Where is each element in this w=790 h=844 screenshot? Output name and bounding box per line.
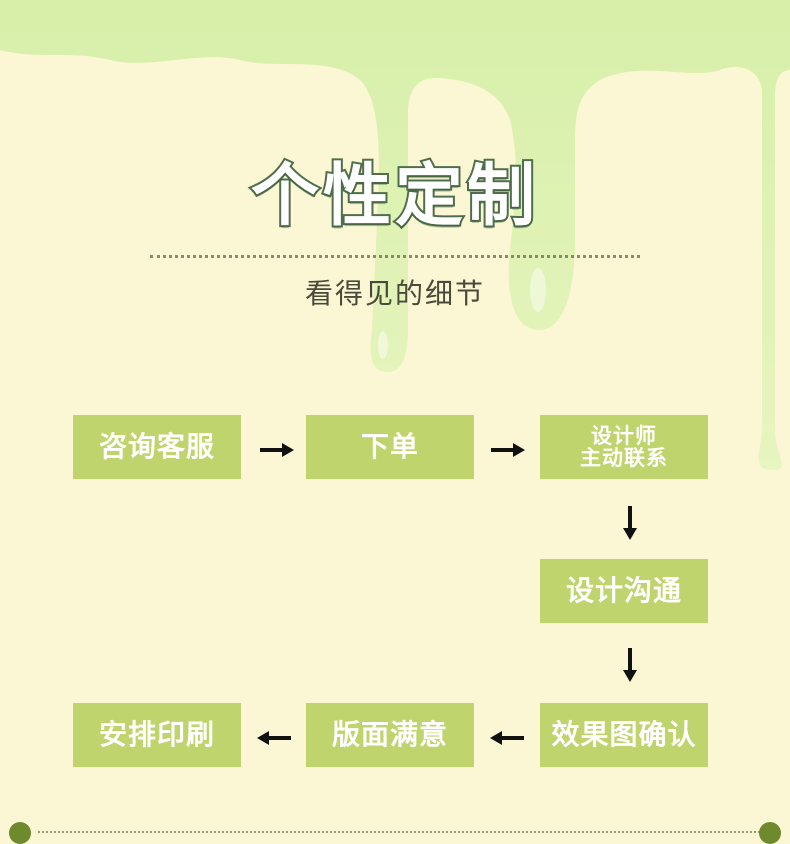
step-label: 设计沟通 [565, 574, 682, 608]
arrow-left-icon [257, 731, 291, 745]
bottom-dotted-divider [38, 831, 760, 833]
bottom-right-dot [759, 822, 781, 844]
step-label: 效果图确认 [551, 718, 697, 752]
step-designer-contact: 设计师 主动联系 [540, 415, 708, 479]
step-arrange-printing: 安排印刷 [73, 703, 241, 767]
step-place-order: 下单 [306, 415, 474, 479]
step-layout-satisfied: 版面满意 [306, 703, 474, 767]
arrow-right-icon [260, 443, 294, 457]
step-design-communication: 设计沟通 [540, 559, 708, 623]
step-consult-service: 咨询客服 [73, 415, 241, 479]
step-label: 下单 [360, 430, 419, 464]
step-label-line1: 设计师 [591, 423, 657, 448]
page-subtitle: 看得见的细节 [304, 277, 485, 310]
step-proof-confirm: 效果图确认 [540, 703, 708, 767]
arrow-down-icon [623, 506, 637, 540]
arrow-right-icon [491, 443, 525, 457]
page-title: 个性定制 [249, 155, 539, 238]
bottom-left-dot [9, 822, 31, 844]
step-label: 版面满意 [331, 718, 448, 752]
step-label: 咨询客服 [98, 430, 215, 464]
step-label: 安排印刷 [98, 718, 215, 752]
dotted-divider [150, 255, 640, 258]
arrow-down-icon [623, 648, 637, 682]
step-label-line2: 主动联系 [580, 446, 668, 470]
arrow-left-icon [490, 731, 524, 745]
